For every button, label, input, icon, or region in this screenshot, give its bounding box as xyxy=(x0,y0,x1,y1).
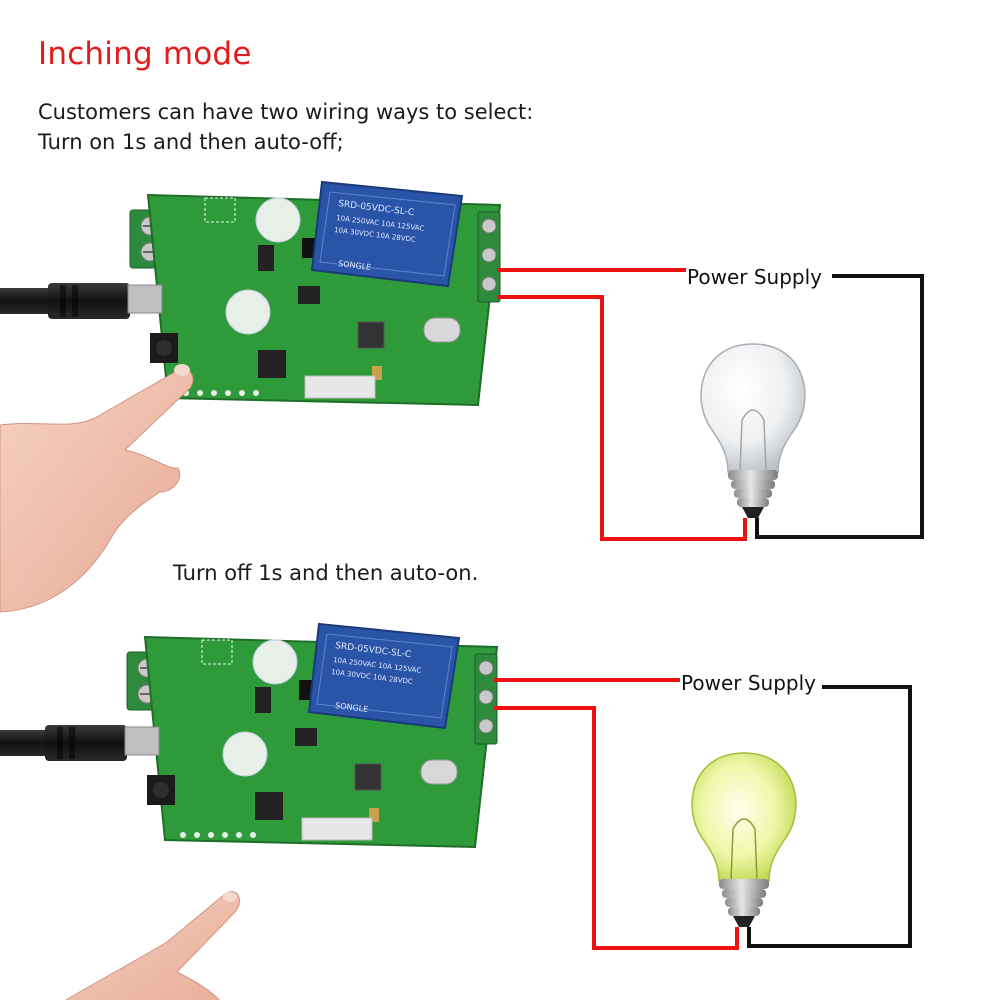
usb-cable xyxy=(0,725,127,761)
live-wire-load xyxy=(497,295,747,541)
neutral-wire-supply xyxy=(755,274,924,539)
mode2-caption: Turn off 1s and then auto-on. xyxy=(173,561,479,585)
svg-text:SONGLE: SONGLE xyxy=(335,701,369,714)
diagram-1: SRD-05VDC-SL-C 10A 250VAC 10A 125VAC 10A… xyxy=(0,181,924,613)
power-supply-label-2: Power Supply xyxy=(680,671,817,695)
live-wire-load xyxy=(494,706,739,950)
power-supply-label-1: Power Supply xyxy=(686,265,823,289)
usb-cable xyxy=(0,283,130,319)
light-bulb-off xyxy=(700,343,806,518)
svg-text:SONGLE: SONGLE xyxy=(338,259,372,272)
intro-line-2: Turn on 1s and then auto-off; xyxy=(38,130,344,154)
page-title: Inching mode xyxy=(38,36,252,72)
light-bulb-on xyxy=(691,752,797,927)
hand-icon xyxy=(64,891,240,1000)
hand-icon xyxy=(0,364,194,613)
diagram-2: SRD-05VDC-SL-C 10A 250VAC 10A 125VAC 10A… xyxy=(0,623,912,1000)
relay-board xyxy=(124,623,498,848)
intro-line-1: Customers can have two wiring ways to se… xyxy=(38,100,534,124)
neutral-wire-supply xyxy=(747,685,912,948)
